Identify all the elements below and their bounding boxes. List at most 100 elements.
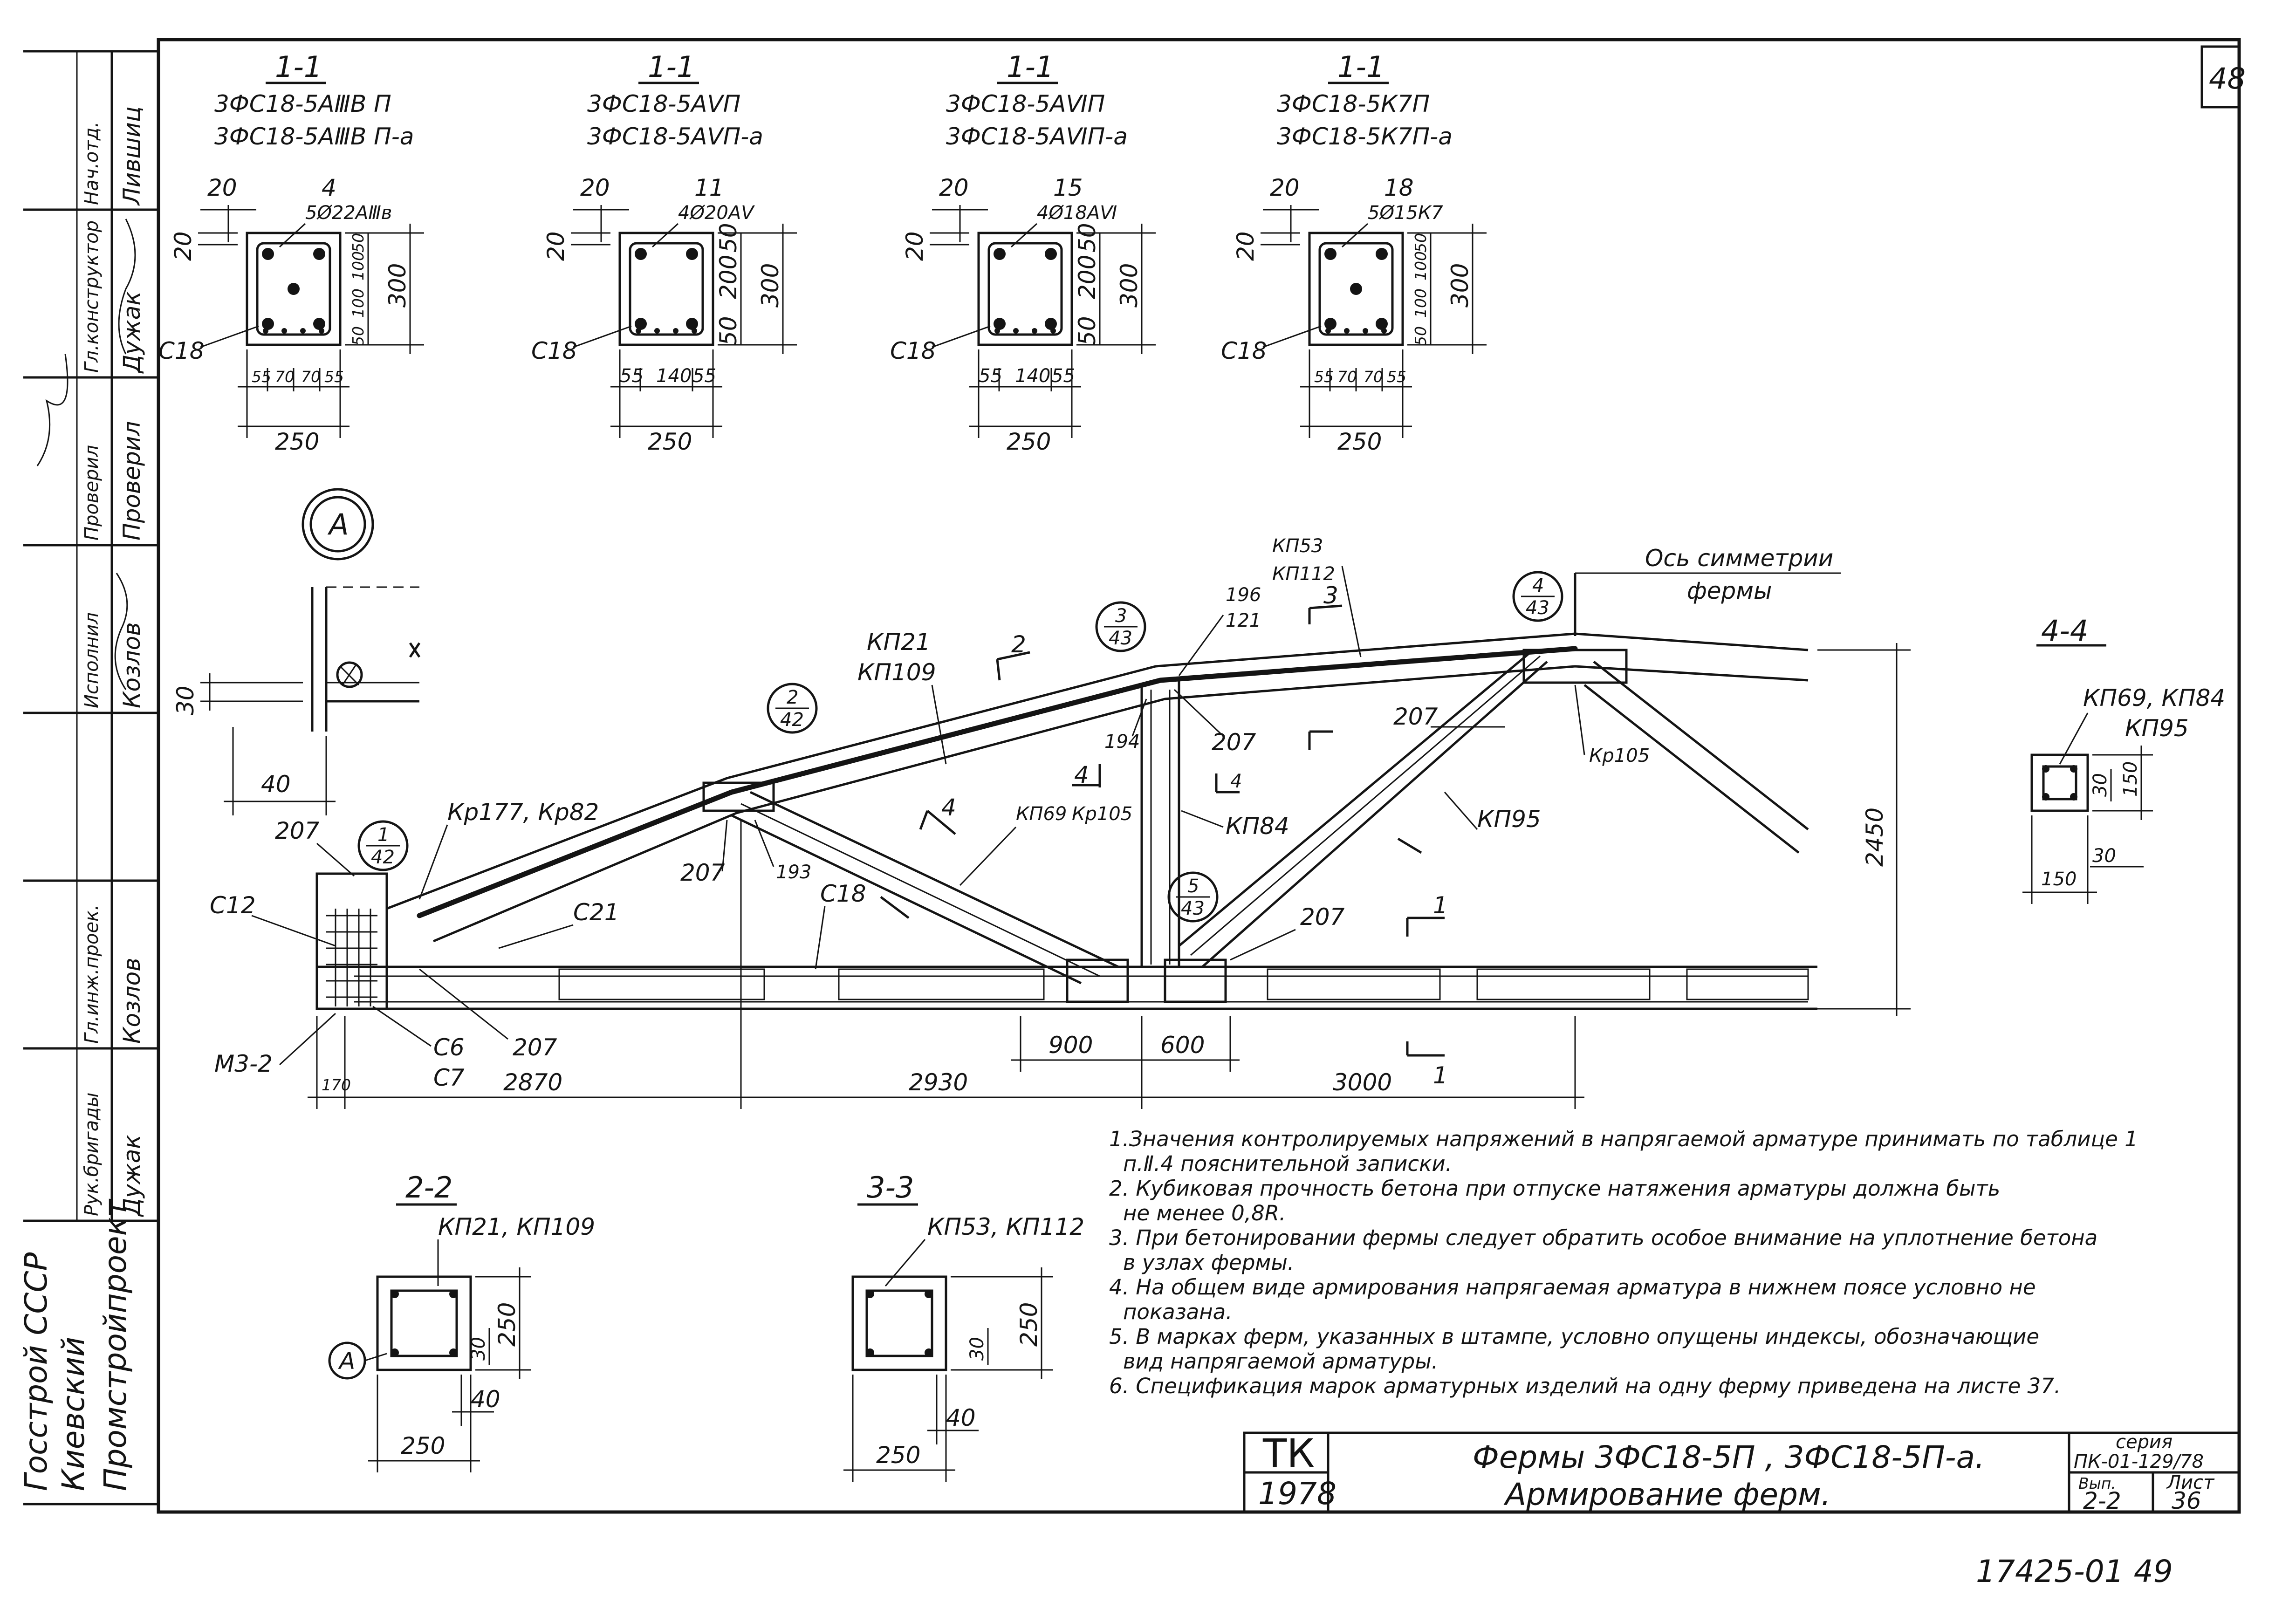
dim-3000: 3000 — [1333, 1069, 1392, 1096]
side-org-line3: Промстройпроект — [97, 1198, 133, 1491]
top-chord-lower — [433, 665, 1809, 943]
note-line-11: 6. Спецификация марок арматурных изделий… — [1109, 1374, 2061, 1398]
section-bottom-dim: 55 — [1387, 368, 1406, 386]
label-kp95: КП95 — [1477, 806, 1541, 833]
detail-a-outer-circle — [302, 488, 374, 561]
side-role-4: Исполнил — [81, 612, 103, 708]
tb-issue-label: Вып. — [2078, 1474, 2116, 1492]
label-m32: М3-2 — [214, 1050, 273, 1077]
callout-2: 242 — [767, 683, 818, 734]
side-role-6: Рук.бригады — [81, 1093, 103, 1217]
bottom-cage-2 — [838, 968, 1045, 1000]
section-33-d250-w: 250 — [876, 1442, 920, 1469]
section-bottom-dim: 70 — [275, 368, 295, 386]
section-22-label: КП21, КП109 — [438, 1213, 595, 1240]
detail-a: А 30 40 — [172, 488, 421, 815]
note-line-10: вид напрягаемой арматуры. — [1123, 1349, 1438, 1374]
section-cover-x: 20 — [207, 174, 237, 201]
signature-mark-3 — [118, 219, 136, 355]
tb-title: Фермы 3ФС18-5П , 3ФС18-5П-а. — [1473, 1439, 1985, 1475]
section-cover-y: 20 — [542, 231, 569, 261]
section-height: 300 — [757, 263, 784, 308]
section-bottom-dim: 55 — [620, 365, 644, 387]
section-44-d150-bottom: 150 — [2041, 869, 2077, 890]
section-right-dim: 100 — [349, 288, 367, 318]
label-207-d: 207 — [1212, 729, 1256, 756]
note-line-3: 2. Кубиковая прочность бетона при отпуск… — [1109, 1176, 2000, 1201]
section-right-dim: 100 — [1412, 288, 1430, 318]
callout-den: 42 — [780, 709, 804, 731]
section-stirrup-label: С18 — [890, 337, 936, 364]
section-mark-2: 3ФС18-5АⅤП-а — [587, 123, 763, 150]
section-rebar-pos: 18 — [1384, 174, 1414, 201]
rebar-dot — [262, 318, 274, 330]
diagonal-2-upper — [1178, 649, 1534, 947]
label-c18: С18 — [820, 880, 866, 907]
cut-4-left: 4 — [1074, 761, 1089, 788]
callout-num: 5 — [1187, 876, 1199, 897]
second-node-plate — [702, 781, 775, 812]
side-name-6: Дужак — [118, 1135, 145, 1217]
callout-den: 43 — [1526, 597, 1549, 619]
note-line-4: не менее 0,8R. — [1123, 1201, 1286, 1225]
section-outline — [618, 232, 714, 346]
rebar-dot — [288, 283, 300, 295]
section-4-4: 4-4 КП69, КП84 КП95 150 30 150 30 — [2022, 614, 2225, 904]
section-33-d30: 30 — [966, 1337, 988, 1361]
end-block-grid — [326, 909, 377, 1006]
rebar-dot — [1045, 318, 1057, 330]
section-22-title: 2-2 — [405, 1170, 452, 1204]
section-bottom-dim: 70 — [301, 368, 321, 386]
label-kr105: Кр105 — [1072, 803, 1132, 825]
section-stirrup-label: С18 — [1221, 337, 1267, 364]
detail-a-dim-w: 40 — [261, 771, 291, 798]
note-line-5: 3. При бетонировании фермы следует обрат… — [1109, 1225, 2097, 1250]
section-3-3: 3-3 КП53, КП112 250 30 40 250 — [843, 1170, 1084, 1482]
stamp-number: 17425-01 49 — [1976, 1553, 2173, 1589]
side-name-3: Проверил — [118, 421, 145, 541]
section-stirrup — [1318, 242, 1394, 336]
section-right-dim: 50 — [1412, 233, 1430, 253]
side-name-2: Дужак — [118, 291, 145, 374]
section-22-d30: 30 — [468, 1337, 489, 1361]
rebar-dot — [1324, 318, 1336, 330]
section-33-title: 3-3 — [867, 1170, 914, 1204]
section-width: 250 — [1337, 428, 1382, 455]
callout-num: 2 — [787, 687, 798, 708]
label-kr177: Кр177, Кр82 — [447, 799, 599, 826]
section-cover-y: 20 — [901, 231, 928, 261]
detail-a-mark: А — [327, 507, 349, 541]
section-mark-2: 3ФС18-5К7П-а — [1277, 123, 1453, 150]
bottom-cage-5 — [1686, 968, 1809, 1000]
rebar-dot — [635, 248, 647, 260]
callout-4: 443 — [1512, 571, 1563, 622]
signature-mark-2 — [114, 573, 128, 690]
rebar-dot — [313, 318, 325, 330]
section-right-dim: 50 — [1074, 223, 1101, 253]
side-name-1: Лившиц — [118, 106, 145, 206]
tb-tk: ТК — [1262, 1430, 1315, 1476]
section-cover-y: 20 — [170, 231, 197, 261]
label-194: 194 — [1104, 731, 1140, 753]
section-cover-y: 20 — [1232, 231, 1259, 261]
dim-900: 900 — [1049, 1032, 1093, 1059]
tb-issue: 2-2 — [2083, 1487, 2121, 1514]
bottom-node-right — [1164, 958, 1227, 1003]
diagonal-3-upper — [1593, 661, 1809, 830]
callout-den: 43 — [1109, 628, 1132, 649]
section-mark-1: 3ФС18-5АⅥП — [946, 90, 1105, 117]
callout-den: 43 — [1181, 898, 1205, 919]
rebar-dot — [1045, 248, 1057, 260]
detail-a-dim-h: 30 — [172, 685, 199, 715]
section-cover-x: 20 — [1270, 174, 1300, 201]
section-right-dim: 50 — [349, 326, 367, 346]
rebar-dot — [262, 248, 274, 260]
rebar-dot — [994, 318, 1006, 330]
section-bottom-dim: 55 — [1314, 368, 1334, 386]
section-bottom-dim: 55 — [324, 368, 344, 386]
corner-number: 48 — [2209, 62, 2246, 96]
